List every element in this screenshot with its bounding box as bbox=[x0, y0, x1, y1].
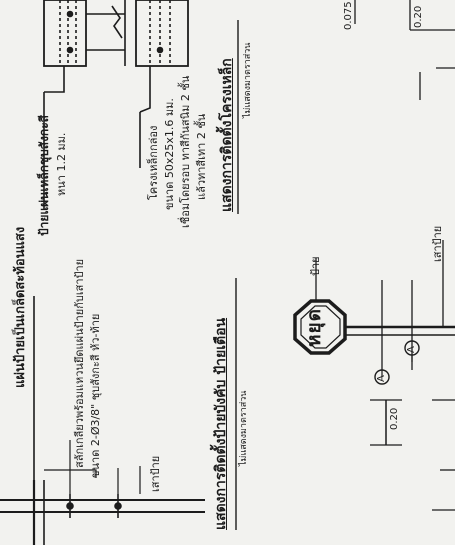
marker-a-lower: A bbox=[376, 375, 387, 382]
stop-sign-assembly bbox=[293, 240, 455, 385]
clamp-note: สลักเกลียวพร้อมแหวนยึดแผ่นป้ายกับเสาป้าย bbox=[73, 258, 86, 468]
sign-post-label: เสาป้าย bbox=[431, 225, 444, 262]
steel-frame-note: โครงเหล็กกล่อง bbox=[147, 125, 160, 200]
bracket-detail-top bbox=[43, 0, 189, 67]
paint-note: แล้วทาสีเทา 2 ชั้น bbox=[195, 113, 208, 200]
dimension-top-right: 0.20 bbox=[413, 5, 424, 28]
marker-a-upper: A bbox=[406, 346, 417, 353]
steel-frame-scale-note: ไม่แสดงมาตราส่วน bbox=[243, 42, 253, 118]
post-label-left: เสาป้าย bbox=[149, 455, 162, 492]
dimension-top-left: 0.075 bbox=[343, 1, 354, 30]
note-leaders-top bbox=[43, 66, 151, 210]
sign-label: ป้าย bbox=[309, 256, 322, 276]
steel-frame-spec: ขนาด 50x25x1.6 มม. bbox=[163, 98, 176, 210]
steel-plate-note: ป้ายแผ่นเหล็กชุบสังกะสี bbox=[37, 115, 51, 236]
installation-scale-note: ไม่แสดงมาตราส่วน bbox=[239, 390, 249, 466]
dimension-left: 0.20 bbox=[389, 407, 400, 430]
dimension-lines bbox=[354, 0, 455, 511]
stop-sign-text: หยุด bbox=[303, 308, 325, 347]
steel-frame-title: แสดงการติดตั้งโครงเหล็ก bbox=[219, 58, 235, 212]
reflective-panel-note: แผ่นป้ายเป็นเกล็ดสะท้อนแสง bbox=[13, 226, 28, 388]
post-side-view bbox=[0, 296, 205, 545]
plate-thickness-note: หนา 1.2 มม. bbox=[55, 132, 68, 196]
clamp-spec-note: ขนาด 2-Ø3/8" ชุบสังกะสี หัว-ท้าย bbox=[89, 313, 102, 478]
installation-title: แสดงการติดตั้งป้ายบังคับ ป้ายเตือน bbox=[213, 317, 229, 530]
weld-note: เชื่อมโดยรอบ ทาสีกันสนิม 2 ชั้น bbox=[179, 75, 192, 228]
